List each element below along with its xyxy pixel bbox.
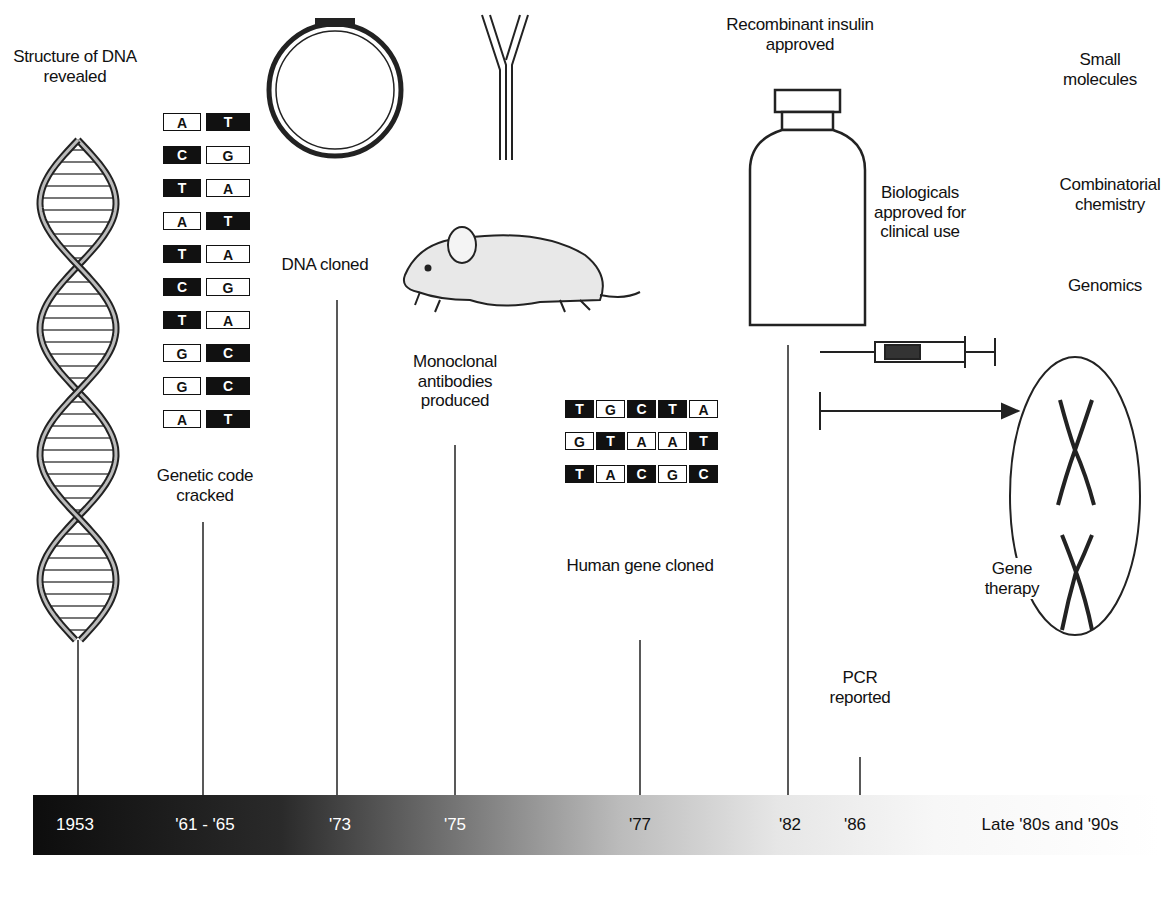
base-letter: C xyxy=(627,400,656,418)
mouse xyxy=(404,227,640,312)
base-letter: A xyxy=(206,245,250,263)
base-letter: G xyxy=(596,400,625,418)
base-letter: T xyxy=(206,113,250,131)
milestone-label: PCR reported xyxy=(815,668,905,707)
milestone-label: Monoclonal antibodies produced xyxy=(395,352,515,411)
base-letter: A xyxy=(596,465,625,483)
milestone-label: Genetic code cracked xyxy=(140,466,270,505)
base-letter: T xyxy=(163,179,201,197)
node-label: Gene therapy xyxy=(970,558,1054,599)
year-label: Late '80s and '90s xyxy=(982,815,1119,835)
base-letter: A xyxy=(627,432,656,450)
timeline-band: 1953 '61 - '65 '73 '75 '77 '82 '86 Late '80s an… xyxy=(33,795,1160,855)
base-letter: G xyxy=(206,278,250,296)
plasmid xyxy=(269,18,401,156)
year-label: '82 xyxy=(779,815,801,835)
leader-lines xyxy=(78,300,860,800)
base-letter: T xyxy=(163,245,201,263)
syringe xyxy=(820,336,995,368)
year-label: '77 xyxy=(629,815,651,835)
chromosomes xyxy=(1058,400,1094,630)
gene-therapy-circle: Gene therapy xyxy=(1008,355,1142,637)
base-letter: G xyxy=(206,146,250,164)
base-letter: C xyxy=(206,377,250,395)
base-letter: C xyxy=(627,465,656,483)
base-letter: T xyxy=(206,212,250,230)
vial xyxy=(750,90,865,325)
milestone-label: Human gene cloned xyxy=(565,556,715,576)
trend-label: Small molecules xyxy=(1045,50,1155,89)
base-letter: T xyxy=(658,400,687,418)
base-letter: A xyxy=(689,400,718,418)
year-label: '86 xyxy=(844,815,866,835)
dna-helix xyxy=(40,140,116,640)
year-label: 1953 xyxy=(56,815,94,835)
antibody xyxy=(482,15,528,160)
base-letter: T xyxy=(565,400,594,418)
base-letter: A xyxy=(163,410,201,428)
base-letter: T xyxy=(596,432,625,450)
year-label: '61 - '65 xyxy=(175,815,234,835)
milestone-label: DNA cloned xyxy=(270,255,380,275)
base-letter: A xyxy=(163,113,201,131)
base-letter: G xyxy=(163,377,201,395)
base-letter: T xyxy=(163,311,201,329)
base-letter: T xyxy=(689,432,718,450)
base-letter: A xyxy=(658,432,687,450)
milestone-label: Structure of DNA revealed xyxy=(5,47,145,86)
base-letter: T xyxy=(565,465,594,483)
base-letter: A xyxy=(163,212,201,230)
base-letter: A xyxy=(206,311,250,329)
base-letter: C xyxy=(163,278,201,296)
trend-label: Genomics xyxy=(1055,276,1155,296)
year-label: '73 xyxy=(329,815,351,835)
base-letter: T xyxy=(206,410,250,428)
span-arrow xyxy=(820,392,1018,430)
base-letter: G xyxy=(658,465,687,483)
base-letter: C xyxy=(206,344,250,362)
base-letter: A xyxy=(206,179,250,197)
year-label: '75 xyxy=(444,815,466,835)
base-letter: G xyxy=(163,344,201,362)
base-letter: C xyxy=(689,465,718,483)
trend-label: Combinatorial chemistry xyxy=(1050,175,1165,214)
milestone-label: Biologicals approved for clinical use xyxy=(860,183,980,242)
base-letter: G xyxy=(565,432,594,450)
milestone-label: Recombinant insulin approved xyxy=(713,15,888,54)
base-letter: C xyxy=(163,146,201,164)
